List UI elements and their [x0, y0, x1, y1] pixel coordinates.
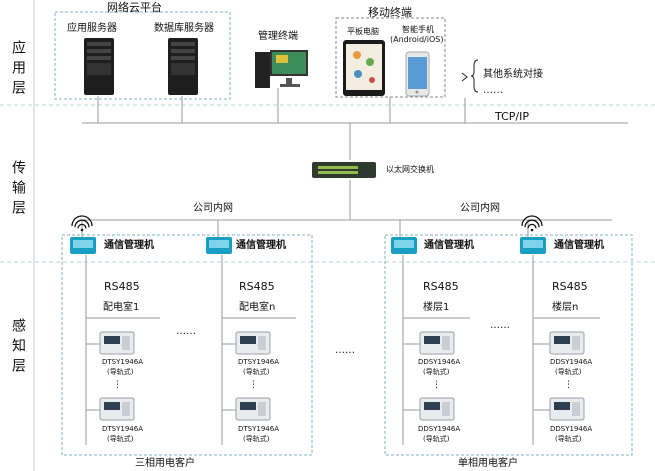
single-phase-group-box: [384, 234, 633, 456]
meter-type-label: (导轨式): [243, 435, 270, 443]
arrow-icon: [461, 72, 468, 82]
middle-ellipsis: ……: [335, 345, 355, 356]
meter-model-label: DDSY1946A: [418, 358, 461, 366]
switch-label: 以太网交换机: [386, 165, 434, 174]
meter-model-label: DTSY1946A: [238, 358, 279, 366]
cloud-platform-title: 网络云平台: [107, 1, 162, 14]
phone-os-label: (Android/iOS): [390, 35, 444, 44]
rs485-label-3: RS485: [423, 280, 459, 293]
room-n-label: 配电室n: [239, 302, 276, 313]
meter-type-label: (导轨式): [555, 435, 582, 443]
meter-type-label: (导轨式): [555, 368, 582, 376]
cloud-platform-box: [54, 11, 231, 100]
meter-model-label: DDSY1946A: [550, 358, 593, 366]
workstation-icon: [255, 50, 308, 88]
meter-icon: [99, 397, 135, 421]
vertical-ellipsis: ⋮: [113, 380, 122, 390]
horizontal-ellipsis: ……: [490, 320, 510, 331]
gateway-label-2: 通信管理机: [236, 240, 286, 251]
three-phase-group-box: [61, 234, 313, 456]
db-server-icon: [168, 38, 198, 95]
ethernet-switch-icon: [312, 162, 376, 178]
meter-type-label: (导轨式): [423, 435, 450, 443]
meter-icon: [419, 331, 455, 355]
meter-icon: [549, 397, 585, 421]
app-server-icon: [84, 38, 114, 95]
vertical-ellipsis: ⋮: [249, 380, 258, 390]
tcpip-label: TCP/IP: [495, 110, 529, 123]
db-server-label: 数据库服务器: [154, 23, 214, 34]
vertical-ellipsis: ⋮: [564, 380, 573, 390]
meter-model-label: DDSY1946A: [550, 425, 593, 433]
mgmt-terminal-label: 管理终端: [258, 31, 298, 42]
phone-label: 智能手机: [402, 25, 434, 34]
meter-type-label: (导轨式): [243, 368, 270, 376]
single-phase-group-label: 单相用电客户: [458, 458, 518, 469]
wifi-icon: [71, 215, 93, 232]
meter-type-label: (导轨式): [423, 368, 450, 376]
app-server-label: 应用服务器: [67, 23, 117, 34]
phone-icon: [405, 51, 430, 97]
brace-icon: [470, 59, 479, 93]
meter-icon: [99, 331, 135, 355]
vertical-ellipsis: ⋮: [432, 380, 441, 390]
tablet-icon: [343, 40, 385, 96]
layer-transmission-label: 传输层: [10, 160, 26, 220]
layer-perception-label: 感知层: [10, 318, 26, 378]
intranet-left-label: 公司内网: [193, 203, 233, 214]
rs485-label-1: RS485: [104, 280, 140, 293]
rs485-label-2: RS485: [239, 280, 275, 293]
gateway-device-icon: [206, 237, 232, 254]
meter-model-label: DDSY1946A: [418, 425, 461, 433]
meter-model-label: DTSY1946A: [238, 425, 279, 433]
tablet-label: 平板电脑: [347, 27, 379, 36]
gateway-label-1: 通信管理机: [104, 240, 154, 251]
meter-icon: [235, 331, 271, 355]
room-1-label: 配电室1: [103, 302, 140, 313]
other-systems-ellipsis: ……: [483, 85, 503, 96]
meter-icon: [419, 397, 455, 421]
meter-model-label: DTSY1946A: [102, 425, 143, 433]
intranet-right-label: 公司内网: [460, 203, 500, 214]
floor-n-label: 楼层n: [552, 302, 579, 313]
meter-type-label: (导轨式): [107, 368, 134, 376]
horizontal-ellipsis: ……: [176, 326, 196, 337]
other-systems-label: 其他系统对接: [483, 69, 543, 80]
meter-icon: [235, 397, 271, 421]
meter-icon: [549, 331, 585, 355]
meter-type-label: (导轨式): [107, 435, 134, 443]
floor-1-label: 楼层1: [423, 302, 450, 313]
mobile-terminal-title: 移动终端: [368, 6, 412, 19]
gateway-device-icon: [70, 237, 96, 254]
meter-model-label: DTSY1946A: [102, 358, 143, 366]
wifi-icon: [521, 215, 543, 232]
rs485-label-4: RS485: [552, 280, 588, 293]
gateway-device-icon: [391, 237, 417, 254]
gateway-device-icon: [520, 237, 546, 254]
gateway-label-3: 通信管理机: [424, 240, 474, 251]
three-phase-group-label: 三相用电客户: [135, 458, 195, 469]
layer-application-label: 应用层: [10, 40, 26, 100]
gateway-label-4: 通信管理机: [554, 240, 604, 251]
